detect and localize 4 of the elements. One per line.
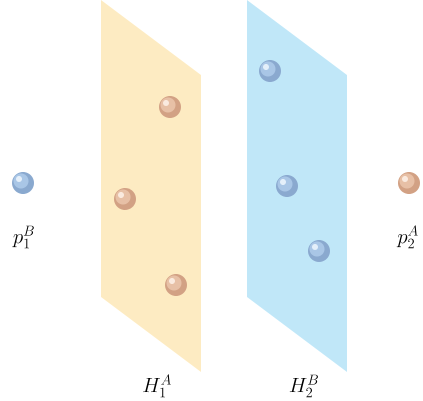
math-label: $p_2^A$ bbox=[396, 225, 418, 248]
math-label: $p_1^B$ bbox=[12, 226, 34, 248]
math-label: $H_2^B$ bbox=[290, 374, 318, 398]
math-label: $H_1^A$ bbox=[143, 374, 171, 398]
